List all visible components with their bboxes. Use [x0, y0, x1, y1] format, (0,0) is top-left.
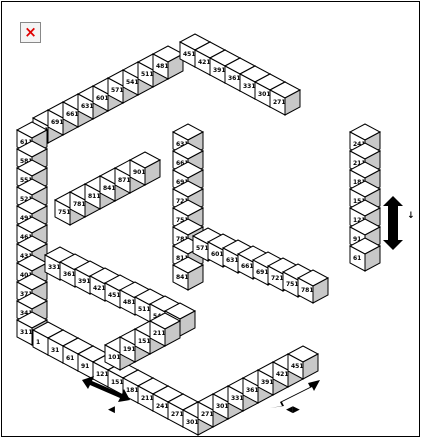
cube-label: 331	[48, 264, 61, 271]
cube-label: 661	[241, 263, 254, 270]
cube-label: 691	[256, 269, 269, 276]
cube-label: 631	[81, 103, 94, 110]
cube-label: 101	[108, 354, 121, 361]
cube-label: 601	[96, 95, 109, 102]
cube-label: 541	[126, 79, 139, 86]
cube-label: 781	[73, 201, 86, 208]
cube-label: 361	[246, 387, 259, 394]
cube-label: 61	[66, 355, 74, 362]
cube-label: 271	[273, 99, 286, 106]
cube-label: 391	[213, 67, 226, 74]
cube-label: 271	[171, 411, 184, 418]
cube-label: 451	[183, 51, 196, 58]
cube-label: 421	[93, 285, 106, 292]
cube-label: 421	[198, 59, 211, 66]
cube-label: 311	[20, 329, 33, 336]
rotate-vertical-label: ↓	[407, 211, 415, 221]
cube-label: 751	[58, 209, 71, 216]
cube-label: 841	[176, 274, 189, 281]
cube-label: 241	[156, 403, 169, 410]
cube-label: 451	[108, 292, 121, 299]
cube-label: 691	[51, 119, 64, 126]
cube-label: 181	[126, 387, 139, 394]
cube-label: 571	[196, 245, 209, 252]
cube-label: 211	[141, 395, 154, 402]
cube-label: 271	[201, 411, 214, 418]
cube-label: 451	[291, 363, 304, 370]
cube-label: 421	[276, 371, 289, 378]
cube-label: 481	[123, 299, 136, 306]
cube-label: 811	[88, 193, 101, 200]
cube-label: 151	[138, 338, 151, 345]
rotate-left-label: ◀	[108, 405, 115, 415]
cube-label: 361	[63, 271, 76, 278]
cube-label: 211	[153, 330, 166, 337]
cube-label: 121	[96, 371, 109, 378]
cube-label: 511	[141, 71, 154, 78]
rotate-vertical-arrow[interactable]: ↓	[383, 196, 415, 250]
cube-label: 151	[111, 379, 124, 386]
cube-label: 301	[186, 419, 199, 426]
cube-label: 901	[133, 169, 146, 176]
cube-grid: 7216916616316015715415114814514213913613…	[17, 34, 380, 435]
cube-label: 1	[36, 339, 40, 346]
cube-label: 301	[258, 91, 271, 98]
cube-label: 511	[138, 306, 151, 313]
cube-label: 91	[81, 363, 89, 370]
cube-label: 61	[353, 255, 361, 262]
cube-label: 571	[111, 87, 124, 94]
cube-label: 391	[261, 379, 274, 386]
cube-label: 331	[231, 395, 244, 402]
cube-label: 31	[51, 347, 59, 354]
rotate-right-label: ◀▶	[286, 405, 300, 415]
cube-label: 661	[66, 111, 79, 118]
cube-label: 301	[216, 403, 229, 410]
cube-label: 191	[123, 346, 136, 353]
cube-label: 781	[301, 287, 314, 294]
cube-label: 331	[243, 83, 256, 90]
cube-label: 481	[156, 63, 169, 70]
cube-label: 841	[103, 185, 116, 192]
cube-label: 721	[271, 275, 284, 282]
cube-label: 631	[226, 257, 239, 264]
cube-label: 871	[118, 177, 131, 184]
cube-label: 361	[228, 75, 241, 82]
cube-label: 391	[78, 278, 91, 285]
cube-label: 751	[286, 281, 299, 288]
cube-label: 601	[211, 251, 224, 258]
